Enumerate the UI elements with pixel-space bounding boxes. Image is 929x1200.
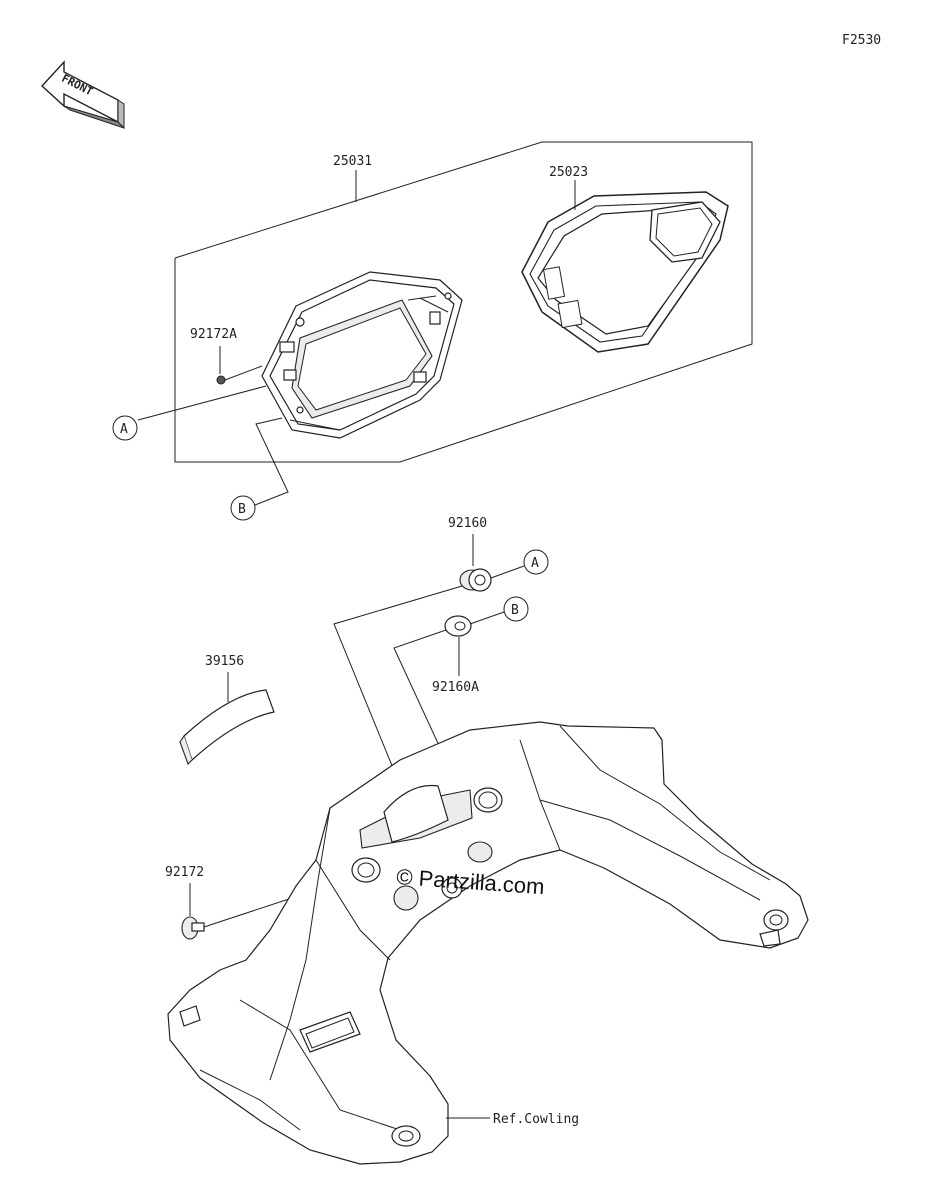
callout-92172: 92172 [165,865,204,880]
front-arrow-icon: FRONT [41,60,125,130]
screw-92172 [181,897,293,940]
callout-25023: 25023 [549,165,588,180]
ref-circle-a-right [523,549,549,575]
meter-cover [521,180,729,353]
callout-92160A: 92160A [432,680,479,695]
ref-b-right-label: B [511,603,519,618]
callout-92172A: 92172A [190,327,237,342]
ref-circle-b-right [503,596,529,622]
ref-a-right-label: A [531,556,539,571]
meter-assembly [261,271,463,439]
ref-circle-b-left [230,495,256,521]
ref-circle-a-left [112,415,138,441]
ref-b-left-label: B [238,502,246,517]
pad-39156 [179,689,275,765]
callout-39156: 39156 [205,654,244,669]
callout-92160: 92160 [448,516,487,531]
ref-a-left-label: A [120,422,128,437]
grommet-92160A [444,615,472,637]
callout-25031: 25031 [333,154,372,169]
callout-ref-cowling: Ref.Cowling [493,1112,579,1127]
grommet-92160 [459,568,492,592]
cowling [167,721,809,1165]
screw-92172A [216,365,263,385]
diagram-code: F2530 [842,33,881,48]
assembly-bracket [174,141,753,463]
